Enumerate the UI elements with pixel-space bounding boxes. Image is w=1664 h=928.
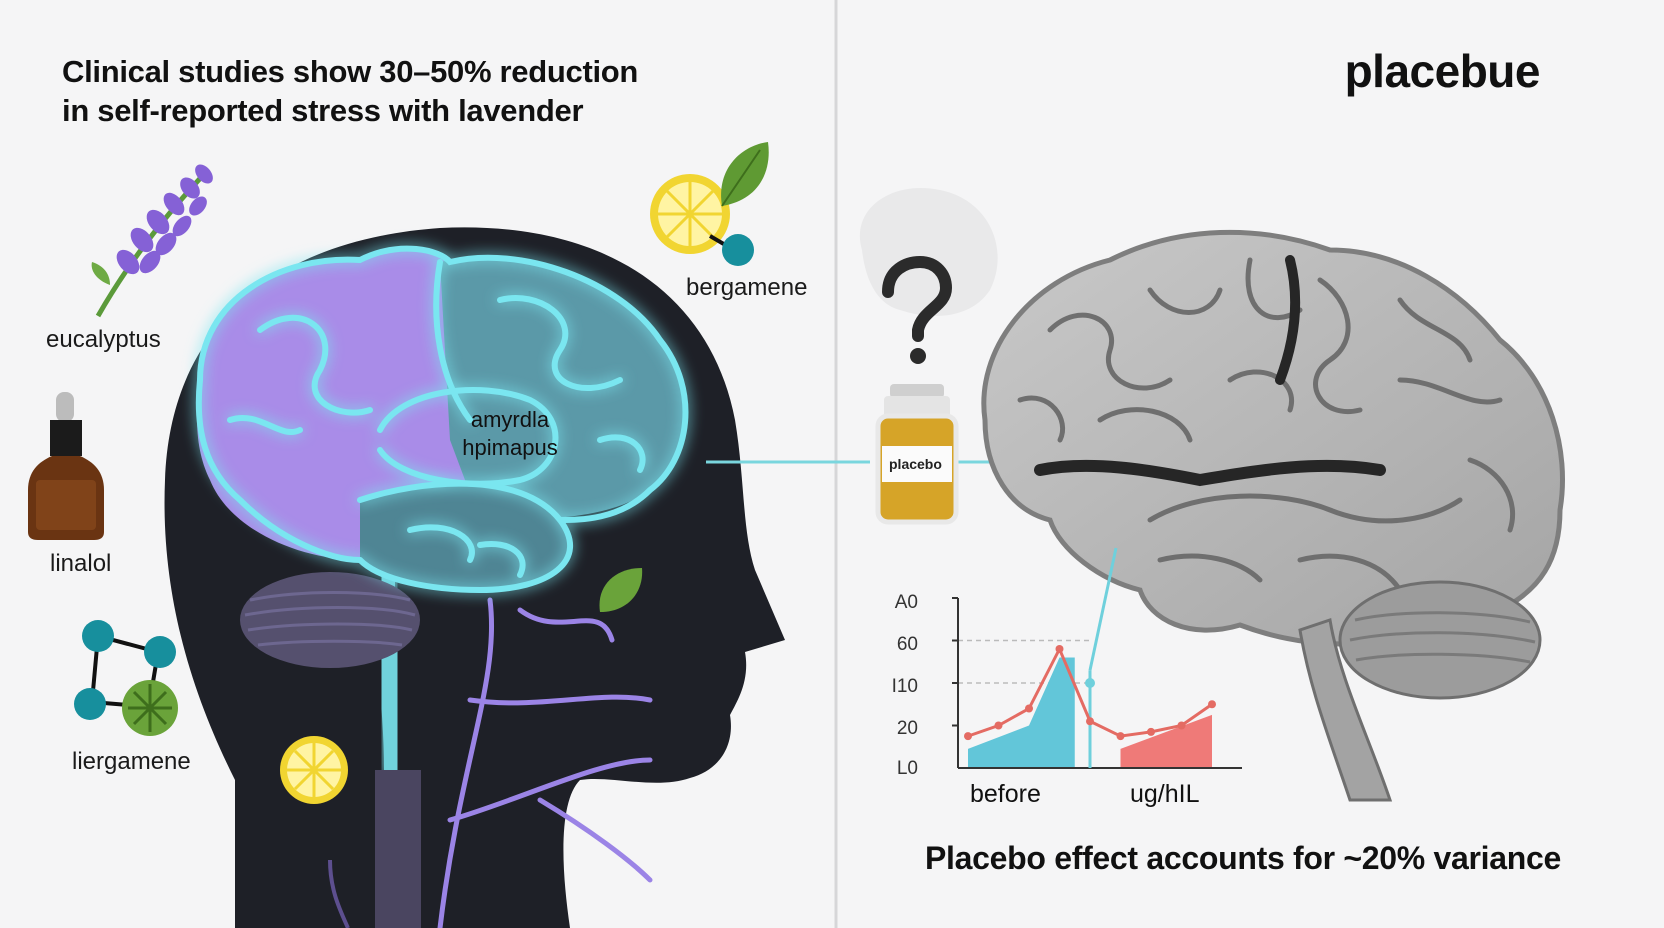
label-eucalyptus: eucalyptus	[46, 326, 161, 353]
marker-connector	[1088, 547, 1118, 671]
molecule-small-icon	[708, 234, 754, 266]
series-point	[964, 732, 972, 741]
lemon-slice-icon	[280, 736, 348, 804]
series-point	[1116, 732, 1125, 741]
series-point	[1208, 700, 1216, 709]
grey-brain-sulcus	[1034, 459, 1386, 487]
y-tick: L0	[896, 758, 918, 779]
y-tick: 60	[896, 634, 918, 655]
molecule-icon	[74, 620, 178, 736]
grey-brainstem	[1298, 618, 1393, 802]
series-point	[1147, 727, 1155, 736]
y-tick: I10	[891, 676, 918, 697]
lavender-sprig-icon	[91, 164, 213, 318]
leaf-icon	[599, 568, 643, 612]
grey-brain	[981, 229, 1565, 647]
series-point	[1177, 721, 1186, 730]
footer-caption: Placebo effect accounts for ~20% varianc…	[925, 840, 1561, 876]
region-amyrdla: amyrdla	[470, 407, 550, 432]
chart	[952, 547, 1242, 769]
label-liergamene: liergamene	[72, 748, 191, 775]
area-fill	[968, 657, 1075, 768]
series-point	[1055, 645, 1064, 653]
cerebellum	[240, 572, 420, 668]
area-fill	[1120, 714, 1212, 768]
series-point	[1025, 704, 1033, 713]
bottle-label: placebo	[889, 456, 942, 472]
grey-cerebellum	[1338, 580, 1542, 700]
pill-bottle-icon	[875, 384, 959, 525]
region-hpimapus: hpimapus	[462, 435, 558, 460]
series-point	[1086, 717, 1094, 726]
label-linalol: linalol	[50, 550, 112, 577]
brand-title: placebue	[1344, 45, 1541, 97]
grey-brain-folds	[1017, 257, 1516, 593]
brain-teal-lobe	[440, 257, 686, 520]
series-point	[994, 721, 1003, 730]
brain-region-labels: amyrdla hpimapus	[440, 406, 580, 462]
headline: Clinical studies show 30–50% reduction i…	[62, 52, 762, 130]
question-mark-icon	[859, 188, 998, 364]
headline-line-2: in self-reported stress with lavender	[62, 93, 584, 128]
dropper-bottle-icon	[28, 392, 104, 540]
marker-dot	[1085, 678, 1095, 688]
y-tick: 20	[896, 718, 918, 739]
y-tick: A0	[894, 592, 918, 613]
x-category-before: before	[970, 780, 1041, 808]
brain-neon-outline	[195, 245, 689, 594]
headline-line-1: Clinical studies show 30–50% reduction	[62, 54, 639, 89]
nerve-lines	[437, 597, 653, 928]
lemon-slice-icon	[650, 174, 730, 254]
label-bergamene: bergamene	[686, 274, 808, 301]
x-category-unit: ug/hIL	[1130, 780, 1200, 808]
leaf-icon	[721, 142, 769, 207]
